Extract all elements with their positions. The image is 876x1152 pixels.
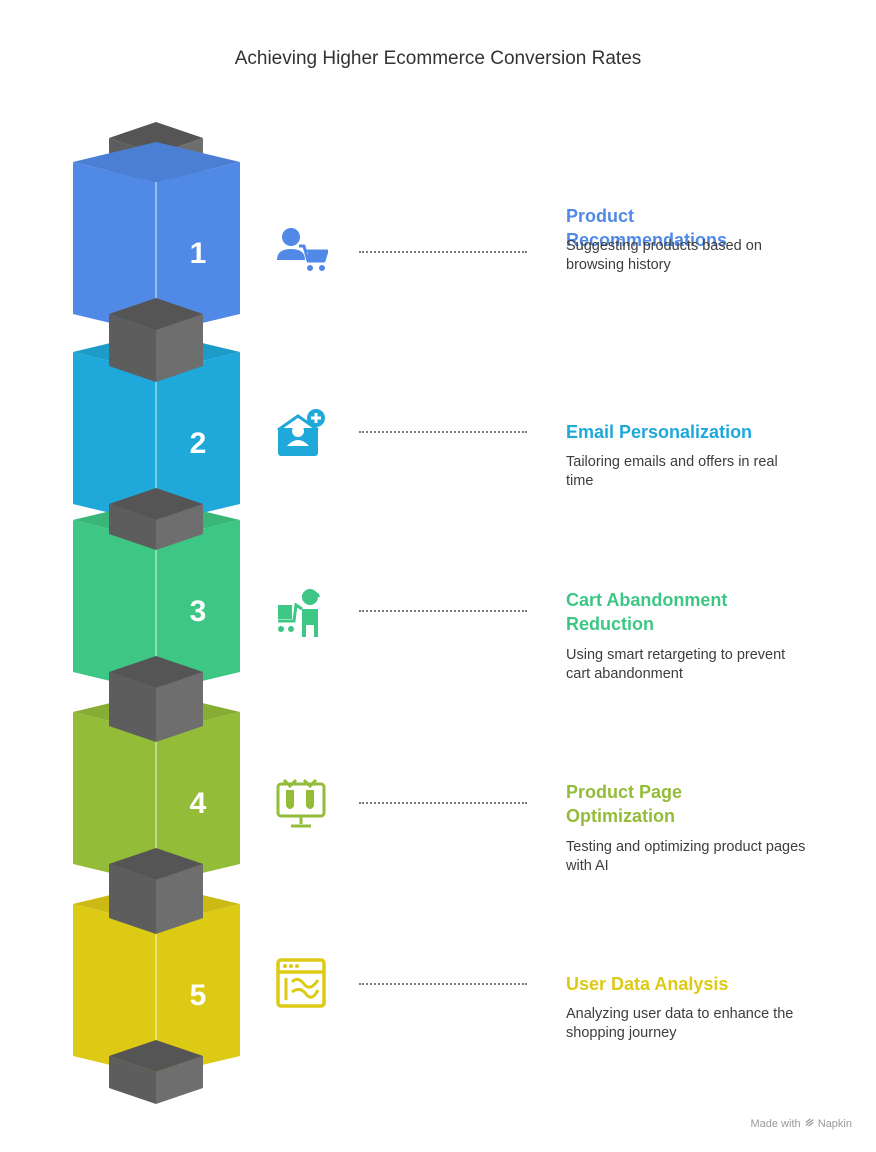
block-3-left-face [73, 520, 156, 692]
block-number-1: 1 [190, 237, 207, 270]
connector-top-top-face [109, 122, 203, 154]
connector-bottom-top-face [109, 1040, 203, 1072]
made-with-label: Made with [750, 1118, 801, 1130]
connector-3-left-face [109, 672, 156, 742]
block-number-2: 2 [190, 427, 207, 460]
block-3-right-face [156, 520, 240, 692]
connector-2-right-face [156, 504, 203, 550]
block-1-left-face [73, 162, 156, 334]
block-number-5: 5 [190, 979, 207, 1012]
connector-4-right-face [156, 864, 203, 934]
dotted-connector-line [359, 251, 527, 253]
block-4-left-face [73, 712, 156, 884]
block-4-right-face [156, 712, 240, 884]
step-title: User Data Analysis [566, 974, 729, 994]
connector-2-left-face [109, 504, 156, 550]
napkin-brand-label: Napkin [817, 1118, 852, 1130]
connector-4-left-face [109, 864, 156, 934]
block-1-right-face [156, 162, 240, 334]
connector-1-right-face [156, 314, 203, 382]
step-title: Product Page Optimization [566, 782, 683, 826]
stacked-block-tower: 1 2 3 4 5 [73, 122, 240, 1104]
connector-3-top-face [109, 656, 203, 688]
block-5-right-face [156, 904, 240, 1076]
block-2-left-face [73, 352, 156, 524]
step-description: Using smart retargeting to prevent cart … [566, 647, 786, 682]
step-description: Suggesting products based on browsing hi… [566, 238, 762, 273]
block-number-4: 4 [190, 787, 207, 820]
dotted-connector-line [359, 431, 527, 433]
customer-cart-icon [274, 224, 329, 278]
napkin-logo-icon [805, 1118, 814, 1127]
footer-attribution: Made with Napkin [750, 1117, 852, 1130]
block-5-left-face [73, 904, 156, 1076]
step-description: Tailoring emails and offers in real time [566, 454, 778, 489]
step-title: Email Personalization [566, 422, 753, 442]
dotted-connector-line [359, 802, 527, 804]
step-description: Testing and optimizing product pages wit… [566, 839, 806, 874]
diagram-title: Achieving Higher Ecommerce Conversion Ra… [234, 48, 642, 69]
connector-2-top-face [109, 488, 203, 520]
dotted-connector-line [359, 983, 527, 985]
connector-4-top-face [109, 848, 203, 880]
analytics-window-icon [274, 956, 328, 1010]
block-2-right-face [156, 352, 240, 524]
step-description: Analyzing user data to enhance the shopp… [566, 1006, 794, 1041]
connector-1-left-face [109, 314, 156, 382]
connector-1-top-face [109, 298, 203, 330]
dotted-connector-line [359, 610, 527, 612]
connector-3-right-face [156, 672, 203, 742]
block-number-3: 3 [190, 595, 207, 628]
monitor-test-icon [274, 776, 328, 830]
shopper-with-cart-icon [274, 585, 328, 639]
step-title: Product Recommendations [566, 206, 728, 250]
personalized-mail-icon [274, 406, 328, 460]
step-title: Cart Abandonment Reduction [566, 590, 728, 634]
block-1-top-face [73, 142, 240, 182]
